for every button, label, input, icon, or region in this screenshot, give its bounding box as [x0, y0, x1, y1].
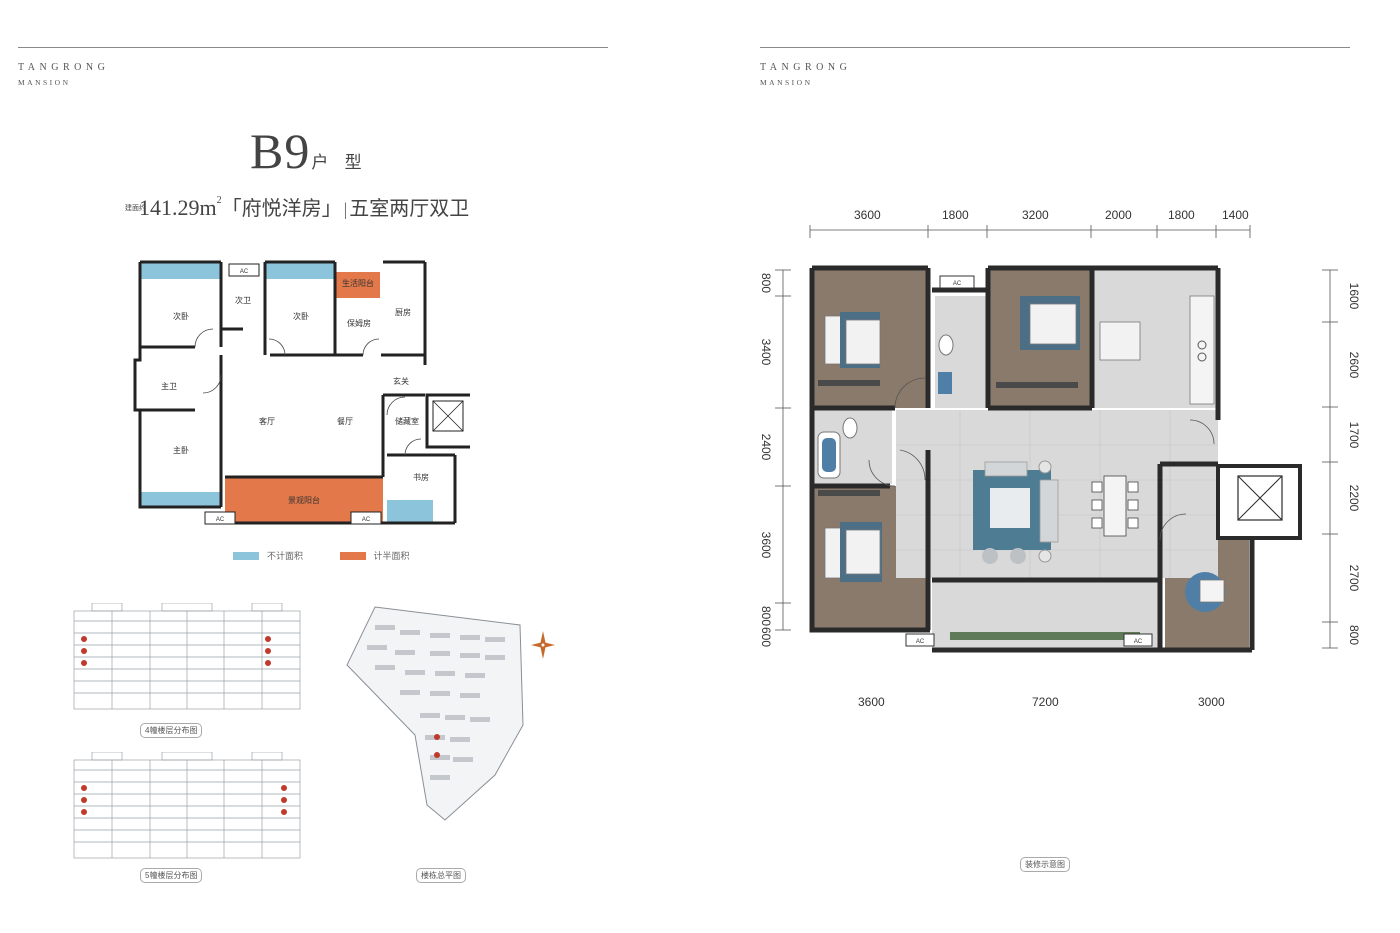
site-plan — [346, 606, 555, 821]
ac-unit — [905, 633, 935, 647]
dim-label: 2000 — [1105, 208, 1132, 222]
room-label: 客厅 — [259, 416, 275, 426]
dim-label: 2700 — [1347, 565, 1361, 592]
ac-unit — [228, 263, 260, 277]
brand-sub: MANSION — [18, 78, 71, 87]
dim-label: 3600 — [854, 208, 881, 222]
ac-unit — [350, 511, 382, 525]
study-bay-not-counted — [387, 500, 433, 522]
area-legend: 不计面积 计半面积 — [233, 549, 410, 562]
room-label: 书房 — [413, 472, 429, 482]
area-unit-sup: 2 — [216, 195, 222, 206]
legend-label: 不计面积 — [267, 551, 304, 561]
room-label: 生活阳台 — [342, 278, 374, 288]
dim-label: 7200 — [1032, 695, 1059, 709]
dining-table — [1103, 475, 1127, 537]
dim-label: 1800 — [1168, 208, 1195, 222]
sofa — [984, 461, 1028, 477]
caption-building5: 5幢楼层分布图 — [140, 868, 203, 883]
dim-label: 800 — [1347, 625, 1361, 645]
room-label: 玄关 — [393, 376, 409, 386]
ac-label: AC — [916, 639, 925, 645]
brand-name: TANGRONG — [760, 62, 852, 73]
ac-label: AC — [1134, 639, 1143, 645]
legend-swatch-not-counted — [233, 552, 259, 560]
legend-swatch-half-counted — [339, 552, 366, 560]
dims-bottom: 3600 7200 3000 — [810, 695, 1260, 711]
floor-plan-furnished: 800 3400 2400 3600 800 600 1600 2600 170… — [759, 225, 1361, 653]
ac-label: AC — [240, 269, 249, 275]
room-label: 厨房 — [395, 307, 411, 317]
sofa — [1039, 479, 1059, 543]
room-label: 主卫 — [161, 381, 177, 391]
unit-subtitle: 建面约141.29m2「府悦洋房」|五室两厅双卫 — [125, 192, 469, 221]
ac-unit — [1123, 633, 1153, 647]
room-label: 景观阳台 — [288, 495, 320, 505]
dim-label: 800 — [759, 606, 773, 626]
dims-top: 3600 1800 3200 2000 1800 1400 — [810, 208, 1260, 224]
dim-label: 1400 — [1222, 208, 1249, 222]
caption-building4: 4幢楼层分布图 — [140, 723, 203, 738]
balcony-not-counted — [265, 262, 335, 279]
room-label: 主卧 — [173, 445, 189, 455]
ac-label: AC — [362, 517, 371, 523]
floor-plan-schematic: AC AC AC 次卧 次卫 次卧 生活阳台 保姆房 厨房 主卫 玄关 客厅 餐… — [133, 260, 470, 525]
dim-label: 1600 — [1347, 283, 1361, 310]
ac-label: AC — [953, 281, 962, 287]
entry-floor — [1165, 462, 1215, 536]
dim-label: 3400 — [759, 339, 773, 366]
room-label: 储藏室 — [395, 416, 419, 426]
building4-elevation — [73, 603, 301, 710]
header-rule-right — [760, 47, 1350, 48]
kitchen-counter — [1189, 295, 1215, 405]
ac-label: AC — [216, 517, 225, 523]
unit-area: 141.29m — [139, 195, 217, 220]
dim-label: 3000 — [1198, 695, 1225, 709]
elevator-core — [1216, 464, 1302, 540]
dim-label: 2400 — [759, 434, 773, 461]
unit-code-suffix: 户 型 — [311, 153, 368, 172]
area-tag: 建面约 — [125, 205, 146, 212]
balcony-not-counted — [141, 262, 221, 279]
project-name: 「府悦洋房」 — [221, 198, 342, 220]
unit-layout: 五室两厅双卫 — [349, 198, 470, 220]
dim-label: 3200 — [1022, 208, 1049, 222]
unit-code: B9 — [250, 123, 311, 179]
ac-unit — [939, 275, 975, 289]
compass-icon — [531, 631, 555, 659]
dim-label: 1800 — [942, 208, 969, 222]
caption-decor: 装修示意图 — [1020, 857, 1070, 872]
dim-label: 2600 — [1347, 352, 1361, 379]
dim-label: 800 — [759, 273, 773, 293]
room-label: 次卧 — [293, 311, 309, 321]
brand-right: TANGRONG MANSION — [760, 62, 851, 87]
dim-label: 3600 — [759, 532, 773, 559]
utility-balcony-fill — [336, 272, 380, 298]
room-label: 次卫 — [235, 295, 251, 305]
room-label: 次卧 — [173, 311, 189, 321]
caption-site-plan: 楼栋总平图 — [416, 868, 466, 883]
separator: | — [343, 199, 348, 219]
ac-unit — [204, 511, 236, 525]
header-rule-left — [18, 47, 608, 48]
room-label: 餐厅 — [337, 417, 353, 426]
bay-window-not-counted — [141, 492, 221, 506]
brand-name: TANGRONG — [18, 62, 110, 73]
dim-label: 2200 — [1347, 485, 1361, 512]
elevator-core — [425, 393, 470, 449]
room-label: 保姆房 — [347, 318, 371, 328]
legend-label: 计半面积 — [373, 551, 410, 561]
brand-sub: MANSION — [760, 78, 813, 87]
brand-left: TANGRONG MANSION — [18, 62, 109, 87]
building5-elevation — [73, 752, 301, 859]
dim-label: 600 — [759, 627, 773, 647]
dim-label: 1700 — [1347, 422, 1361, 449]
unit-title: B9户 型 — [250, 122, 368, 180]
bed — [1099, 321, 1141, 361]
dim-label: 3600 — [858, 695, 885, 709]
